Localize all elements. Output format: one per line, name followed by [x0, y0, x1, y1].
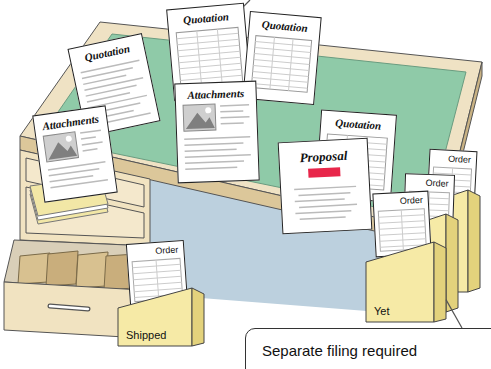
box-file: ShippedOrder	[118, 288, 204, 346]
box-file-label: Shipped	[126, 329, 166, 341]
text-line	[50, 176, 94, 182]
sheet-label: Order	[406, 174, 454, 189]
text-line	[300, 217, 346, 219]
text-line	[221, 117, 250, 118]
table-row	[178, 45, 240, 50]
text-line	[81, 137, 96, 139]
text-line	[86, 85, 137, 96]
text-line	[82, 142, 103, 145]
table-row	[252, 77, 308, 82]
picture-mountain	[185, 112, 215, 129]
leader-line	[446, 300, 462, 328]
drawer-handle	[50, 306, 88, 309]
table-row	[180, 75, 242, 80]
sheet-label: Order	[430, 150, 477, 165]
box-file-side	[192, 288, 204, 346]
document-title: Quotation	[168, 9, 245, 28]
box-file	[398, 214, 446, 312]
picture-sun	[205, 107, 211, 113]
table-row	[179, 63, 241, 68]
text-line	[295, 211, 351, 214]
text-line	[82, 68, 133, 79]
table-row	[177, 39, 239, 44]
hanging-folder	[46, 251, 78, 286]
table-column	[156, 260, 159, 300]
callout-text: Separate filing required	[246, 329, 491, 359]
order-table	[378, 209, 426, 251]
text-line	[185, 149, 237, 151]
document-title: Attachments	[175, 87, 255, 102]
text-line	[220, 105, 249, 106]
order-table	[132, 258, 183, 301]
picture	[183, 104, 216, 131]
document-title: Quotation	[249, 17, 320, 35]
text-line	[221, 122, 244, 124]
table-column	[289, 39, 294, 91]
text-line	[185, 161, 244, 163]
callout-box: Separate filing required	[245, 328, 491, 369]
hanging-folder	[76, 252, 108, 288]
picture-mountain	[46, 140, 77, 160]
document-sheet: Attachments	[32, 105, 118, 202]
box-file-side	[468, 190, 480, 292]
table-column	[217, 29, 222, 85]
table-column	[401, 210, 403, 250]
document-sheet: Attachments	[174, 81, 259, 184]
text-line	[184, 143, 243, 145]
quote-table	[176, 27, 243, 88]
text-line	[80, 130, 101, 133]
text-line	[50, 180, 107, 188]
text-line	[185, 167, 237, 169]
text-line	[84, 78, 143, 90]
table-row	[179, 57, 241, 62]
document-title: Attachments	[34, 111, 107, 133]
text-line	[185, 155, 251, 157]
table-column	[270, 37, 275, 89]
picture	[43, 132, 78, 162]
text-line	[220, 110, 243, 112]
text-line	[299, 204, 357, 207]
document-sheet: Proposal	[278, 138, 373, 235]
text-line	[294, 186, 356, 189]
table-row	[180, 69, 242, 74]
red-bar	[308, 167, 340, 178]
hanging-folder	[18, 253, 50, 284]
box-file-side	[434, 242, 446, 322]
table-column	[197, 31, 202, 87]
sheet-label: Order	[127, 241, 184, 258]
box-file-side	[446, 214, 458, 312]
table-row	[255, 42, 311, 47]
quote-table	[251, 36, 311, 93]
table-row	[253, 71, 309, 76]
text-line	[49, 169, 100, 176]
table-row	[253, 66, 309, 71]
text-line	[295, 199, 345, 202]
table-row	[254, 54, 310, 59]
text-line	[298, 193, 350, 196]
document-title: Proposal	[279, 147, 368, 168]
drawer-handle	[50, 306, 88, 309]
table-row	[252, 83, 308, 88]
document-title: Quotation	[321, 116, 396, 133]
picture-sun	[65, 135, 72, 142]
text-line	[83, 149, 98, 151]
text-line	[184, 137, 250, 139]
box-file: YetOrder	[366, 242, 446, 322]
box-file	[420, 190, 468, 292]
table-row	[254, 60, 310, 65]
sheet-label: Order	[373, 192, 428, 208]
box-file-label: Yet	[374, 305, 390, 317]
table-row	[177, 33, 239, 38]
table-row	[255, 48, 311, 53]
table-row	[178, 51, 240, 56]
